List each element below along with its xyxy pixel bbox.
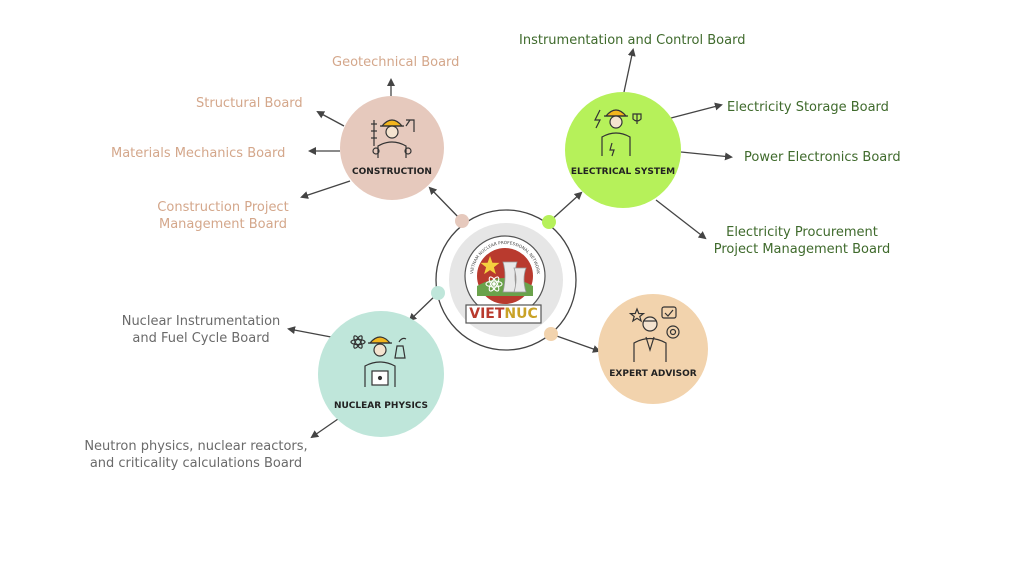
arrow-procurement — [655, 199, 707, 240]
nuclear-title: NUCLEAR PHYSICS — [333, 401, 429, 411]
board-nuclear-instrumentation-line2: and Fuel Cycle Board — [132, 331, 270, 346]
board-geotechnical: Geotechnical Board — [332, 55, 460, 70]
arrow-structural — [316, 111, 345, 127]
center-outer-ring — [435, 209, 577, 351]
star-icon — [480, 256, 500, 275]
electrical-title: ELECTRICAL SYSTEM — [570, 167, 676, 177]
construction-worker-icon — [371, 119, 415, 158]
board-electricity-procurement: Electricity Procurement Project Manageme… — [706, 224, 898, 258]
board-nuclear-instrumentation: Nuclear Instrumentation and Fuel Cycle B… — [116, 313, 286, 347]
logo-word-left: VIET — [469, 306, 505, 322]
arrow-nuclear-instrumentation — [287, 326, 332, 338]
board-construction-pm: Construction Project Management Board — [150, 199, 296, 233]
board-nuclear-instrumentation-line1: Nuclear Instrumentation — [121, 314, 281, 329]
board-neutron-physics: Neutron physics, nuclear reactors, and c… — [78, 438, 314, 472]
arrow-to-construction — [428, 186, 463, 222]
board-structural: Structural Board — [196, 96, 303, 111]
arrow-to-expert — [550, 333, 601, 353]
logo-word-right: NUC — [504, 306, 538, 322]
dot-expert — [544, 327, 558, 341]
board-construction-pm-line2: Management Board — [159, 217, 287, 232]
dot-electrical — [542, 215, 556, 229]
board-neutron-physics-line1: Neutron physics, nuclear reactors, — [84, 439, 308, 454]
nuclear-board-arrows — [287, 326, 339, 439]
construction-title: CONSTRUCTION — [352, 167, 432, 177]
board-instrumentation-control: Instrumentation and Control Board — [519, 33, 746, 48]
center-hub: VIETNAM NUCLEAR PROFESSIONAL NETWORK — [435, 209, 577, 351]
dot-nuclear — [431, 286, 445, 300]
expert-node — [598, 294, 708, 404]
dot-construction — [455, 214, 469, 228]
arrow-construction-pm — [300, 180, 351, 199]
construction-board-arrows — [300, 78, 395, 199]
arrow-storage — [670, 102, 723, 119]
board-materials-mechanics: Materials Mechanics Board — [111, 146, 286, 161]
board-electricity-storage: Electricity Storage Board — [727, 100, 889, 115]
arrow-power-electronics — [680, 151, 733, 161]
nuclear-worker-icon — [350, 335, 407, 387]
board-electricity-procurement-line2: Project Management Board — [713, 242, 891, 257]
board-power-electronics: Power Electronics Board — [744, 150, 901, 165]
arrow-neutron-physics — [310, 418, 339, 439]
electrical-node — [565, 92, 681, 208]
logo-banner — [465, 304, 542, 324]
arrow-instrumentation — [623, 48, 636, 93]
board-electricity-procurement-line1: Electricity Procurement — [726, 225, 878, 240]
connector-dots — [431, 214, 558, 341]
cooling-tower-icon — [502, 261, 527, 293]
construction-node — [340, 96, 444, 200]
electrical-board-arrows — [623, 48, 733, 240]
expert-title: EXPERT ADVISOR — [609, 369, 697, 379]
atom-icon — [485, 276, 503, 292]
electrician-icon — [594, 109, 642, 157]
board-neutron-physics-line2: and criticality calculations Board — [89, 456, 303, 471]
arrow-to-electrical — [548, 191, 583, 223]
expert-advisor-icon — [628, 306, 680, 362]
board-construction-pm-line1: Construction Project — [157, 200, 289, 215]
logo-wordmark: VIETNUC — [466, 306, 541, 322]
